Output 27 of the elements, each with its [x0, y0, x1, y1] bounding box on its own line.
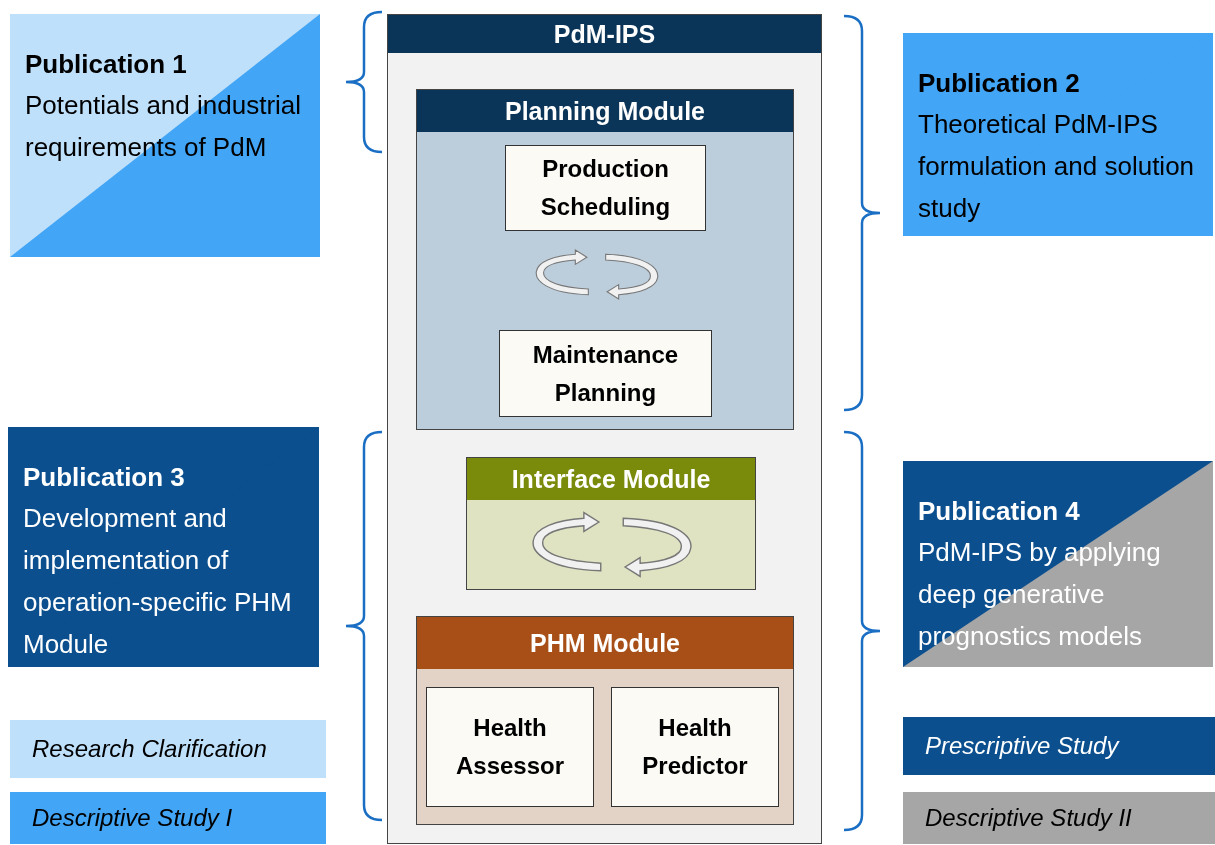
- module-header: Planning Module: [417, 90, 793, 132]
- publication-description: Theoretical PdM-IPS formulation and solution study: [918, 108, 1196, 225]
- module-header: PdM-IPS: [388, 15, 821, 53]
- legend-label: Prescriptive Study: [925, 732, 1119, 760]
- component-box: Production Scheduling: [505, 145, 706, 231]
- module-panel: [416, 616, 794, 825]
- module-header: Interface Module: [467, 458, 755, 500]
- publication-heading: Publication 4: [918, 495, 1080, 527]
- publication-box: [10, 14, 320, 257]
- publication-box: [8, 427, 319, 667]
- publication-box: [903, 33, 1213, 236]
- publication-description: Potentials and industrial requirements of PdM: [25, 89, 303, 164]
- module-panel: [466, 457, 756, 590]
- module-panel: [416, 89, 794, 430]
- component-box: Health Predictor: [611, 687, 779, 807]
- component-box: Health Assessor: [426, 687, 594, 807]
- publication-heading: Publication 2: [918, 67, 1080, 99]
- legend-label: Descriptive Study I: [32, 804, 233, 832]
- publication-description: Development and implementation of operation-specific PHM Module: [23, 502, 293, 661]
- legend-label: Research Clarification: [32, 735, 267, 763]
- system-panel: [387, 14, 822, 844]
- legend-label: Descriptive Study II: [925, 804, 1132, 832]
- module-header: PHM Module: [417, 617, 793, 669]
- publication-heading: Publication 1: [25, 48, 187, 80]
- publication-box: [903, 461, 1213, 667]
- component-box: Maintenance Planning: [499, 330, 712, 417]
- publication-heading: Publication 3: [23, 461, 185, 493]
